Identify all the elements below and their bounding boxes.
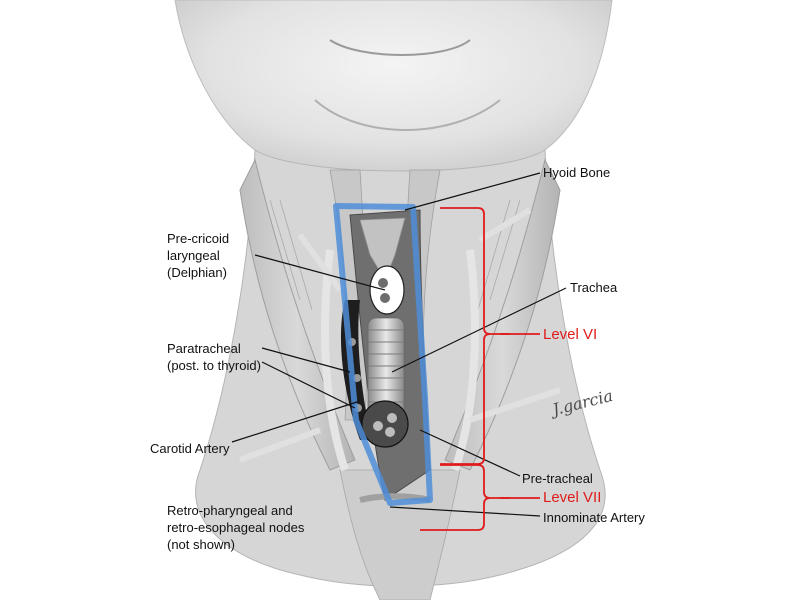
label-hyoid-bone: Hyoid Bone bbox=[543, 165, 611, 180]
label-pre-tracheal: Pre-tracheal bbox=[522, 471, 593, 486]
leader-pre-tracheal bbox=[419, 429, 521, 477]
label-level-vii: Level VII bbox=[543, 489, 602, 506]
leader-pre-cricoid bbox=[254, 254, 386, 291]
label-trachea: Trachea bbox=[570, 280, 618, 295]
label-retro-nodes-line2: retro-esophageal nodes bbox=[167, 520, 305, 535]
label-innominate-artery: Innominate Artery bbox=[543, 510, 645, 525]
level-vi-bracket bbox=[440, 207, 510, 465]
label-retro-nodes-line3: (not shown) bbox=[167, 537, 235, 552]
leader-paratracheal-1 bbox=[261, 347, 351, 373]
label-paratracheal-line2: (post. to thyroid) bbox=[167, 358, 261, 373]
leader-trachea bbox=[391, 287, 567, 373]
level-vi-vii-outline bbox=[333, 203, 433, 506]
label-pre-cricoid-line3: (Delphian) bbox=[167, 265, 227, 280]
label-pre-cricoid-line1: Pre-cricoid bbox=[167, 231, 230, 246]
head-outline bbox=[174, 0, 613, 186]
label-paratracheal-line1: Paratracheal bbox=[167, 341, 241, 356]
leader-lines bbox=[231, 172, 567, 517]
leader-paratracheal-2 bbox=[261, 361, 356, 409]
level-brackets bbox=[420, 207, 540, 531]
leader-hyoid-bone bbox=[404, 172, 541, 211]
label-level-vi: Level VI bbox=[543, 326, 598, 343]
level-vii-bracket bbox=[420, 464, 510, 531]
central-compartment bbox=[238, 207, 561, 503]
label-carotid-artery: Carotid Artery bbox=[150, 441, 230, 456]
label-pre-cricoid-line2: laryngeal bbox=[167, 248, 220, 263]
leader-innominate-artery bbox=[389, 506, 541, 517]
leader-carotid-artery bbox=[231, 400, 361, 443]
label-retro-nodes-line1: Retro-pharyngeal and bbox=[167, 503, 293, 518]
